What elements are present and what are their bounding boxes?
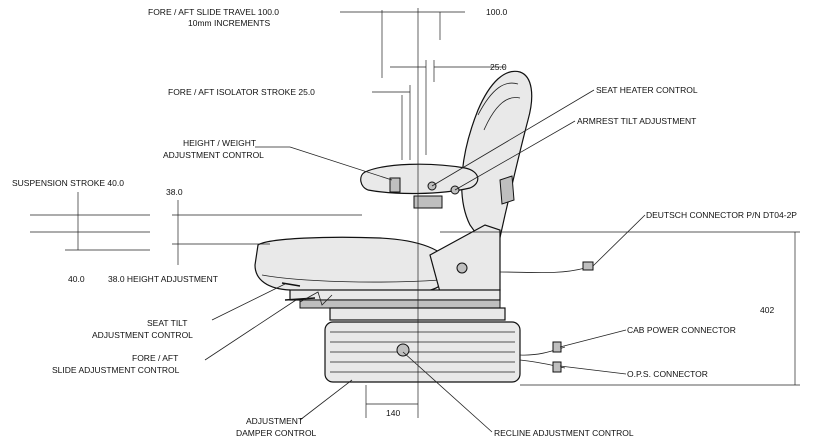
label-slide-adj-2: SLIDE ADJUSTMENT CONTROL — [52, 365, 180, 375]
label-height-adjustment: 38.0 HEIGHT ADJUSTMENT — [108, 274, 218, 284]
labels: FORE / AFT SLIDE TRAVEL 100.0 10mm INCRE… — [12, 7, 797, 438]
label-cab-power: CAB POWER CONNECTOR — [627, 325, 736, 335]
label-seat-tilt-2: ADJUSTMENT CONTROL — [92, 330, 193, 340]
label-increments: 10mm INCREMENTS — [188, 18, 271, 28]
label-damper-2: DAMPER CONTROL — [236, 428, 317, 438]
leader-lines — [204, 89, 646, 433]
label-seat-tilt-1: SEAT TILT — [147, 318, 187, 328]
label-fore-aft-isolator: FORE / AFT ISOLATOR STROKE 25.0 — [168, 87, 315, 97]
dimension-lines — [30, 8, 800, 418]
label-dim-40-bottom: 40.0 — [68, 274, 85, 284]
label-dim-25: 25.0 — [490, 62, 507, 72]
label-recline: RECLINE ADJUSTMENT CONTROL — [494, 428, 634, 438]
label-dim-140: 140 — [386, 408, 400, 418]
label-damper-1: ADJUSTMENT — [246, 416, 303, 426]
label-deutsch-connector: DEUTSCH CONNECTOR P/N DT04-2P — [646, 210, 797, 220]
label-height-weight-2: ADJUSTMENT CONTROL — [163, 150, 264, 160]
seat-drawing — [254, 70, 594, 383]
label-fore-aft-slide-travel: FORE / AFT SLIDE TRAVEL 100.0 — [148, 7, 279, 17]
label-height-weight-1: HEIGHT / WEIGHT — [183, 138, 256, 148]
label-slide-adj-1: FORE / AFT — [132, 353, 178, 363]
label-dim-100: 100.0 — [486, 7, 508, 17]
label-seat-heater: SEAT HEATER CONTROL — [596, 85, 698, 95]
label-armrest-tilt: ARMREST TILT ADJUSTMENT — [577, 116, 696, 126]
label-dim-38-top: 38.0 — [166, 187, 183, 197]
label-ops-connector: O.P.S. CONNECTOR — [627, 369, 708, 379]
label-dim-402: 402 — [760, 305, 774, 315]
label-suspension-stroke: SUSPENSION STROKE 40.0 — [12, 178, 124, 188]
